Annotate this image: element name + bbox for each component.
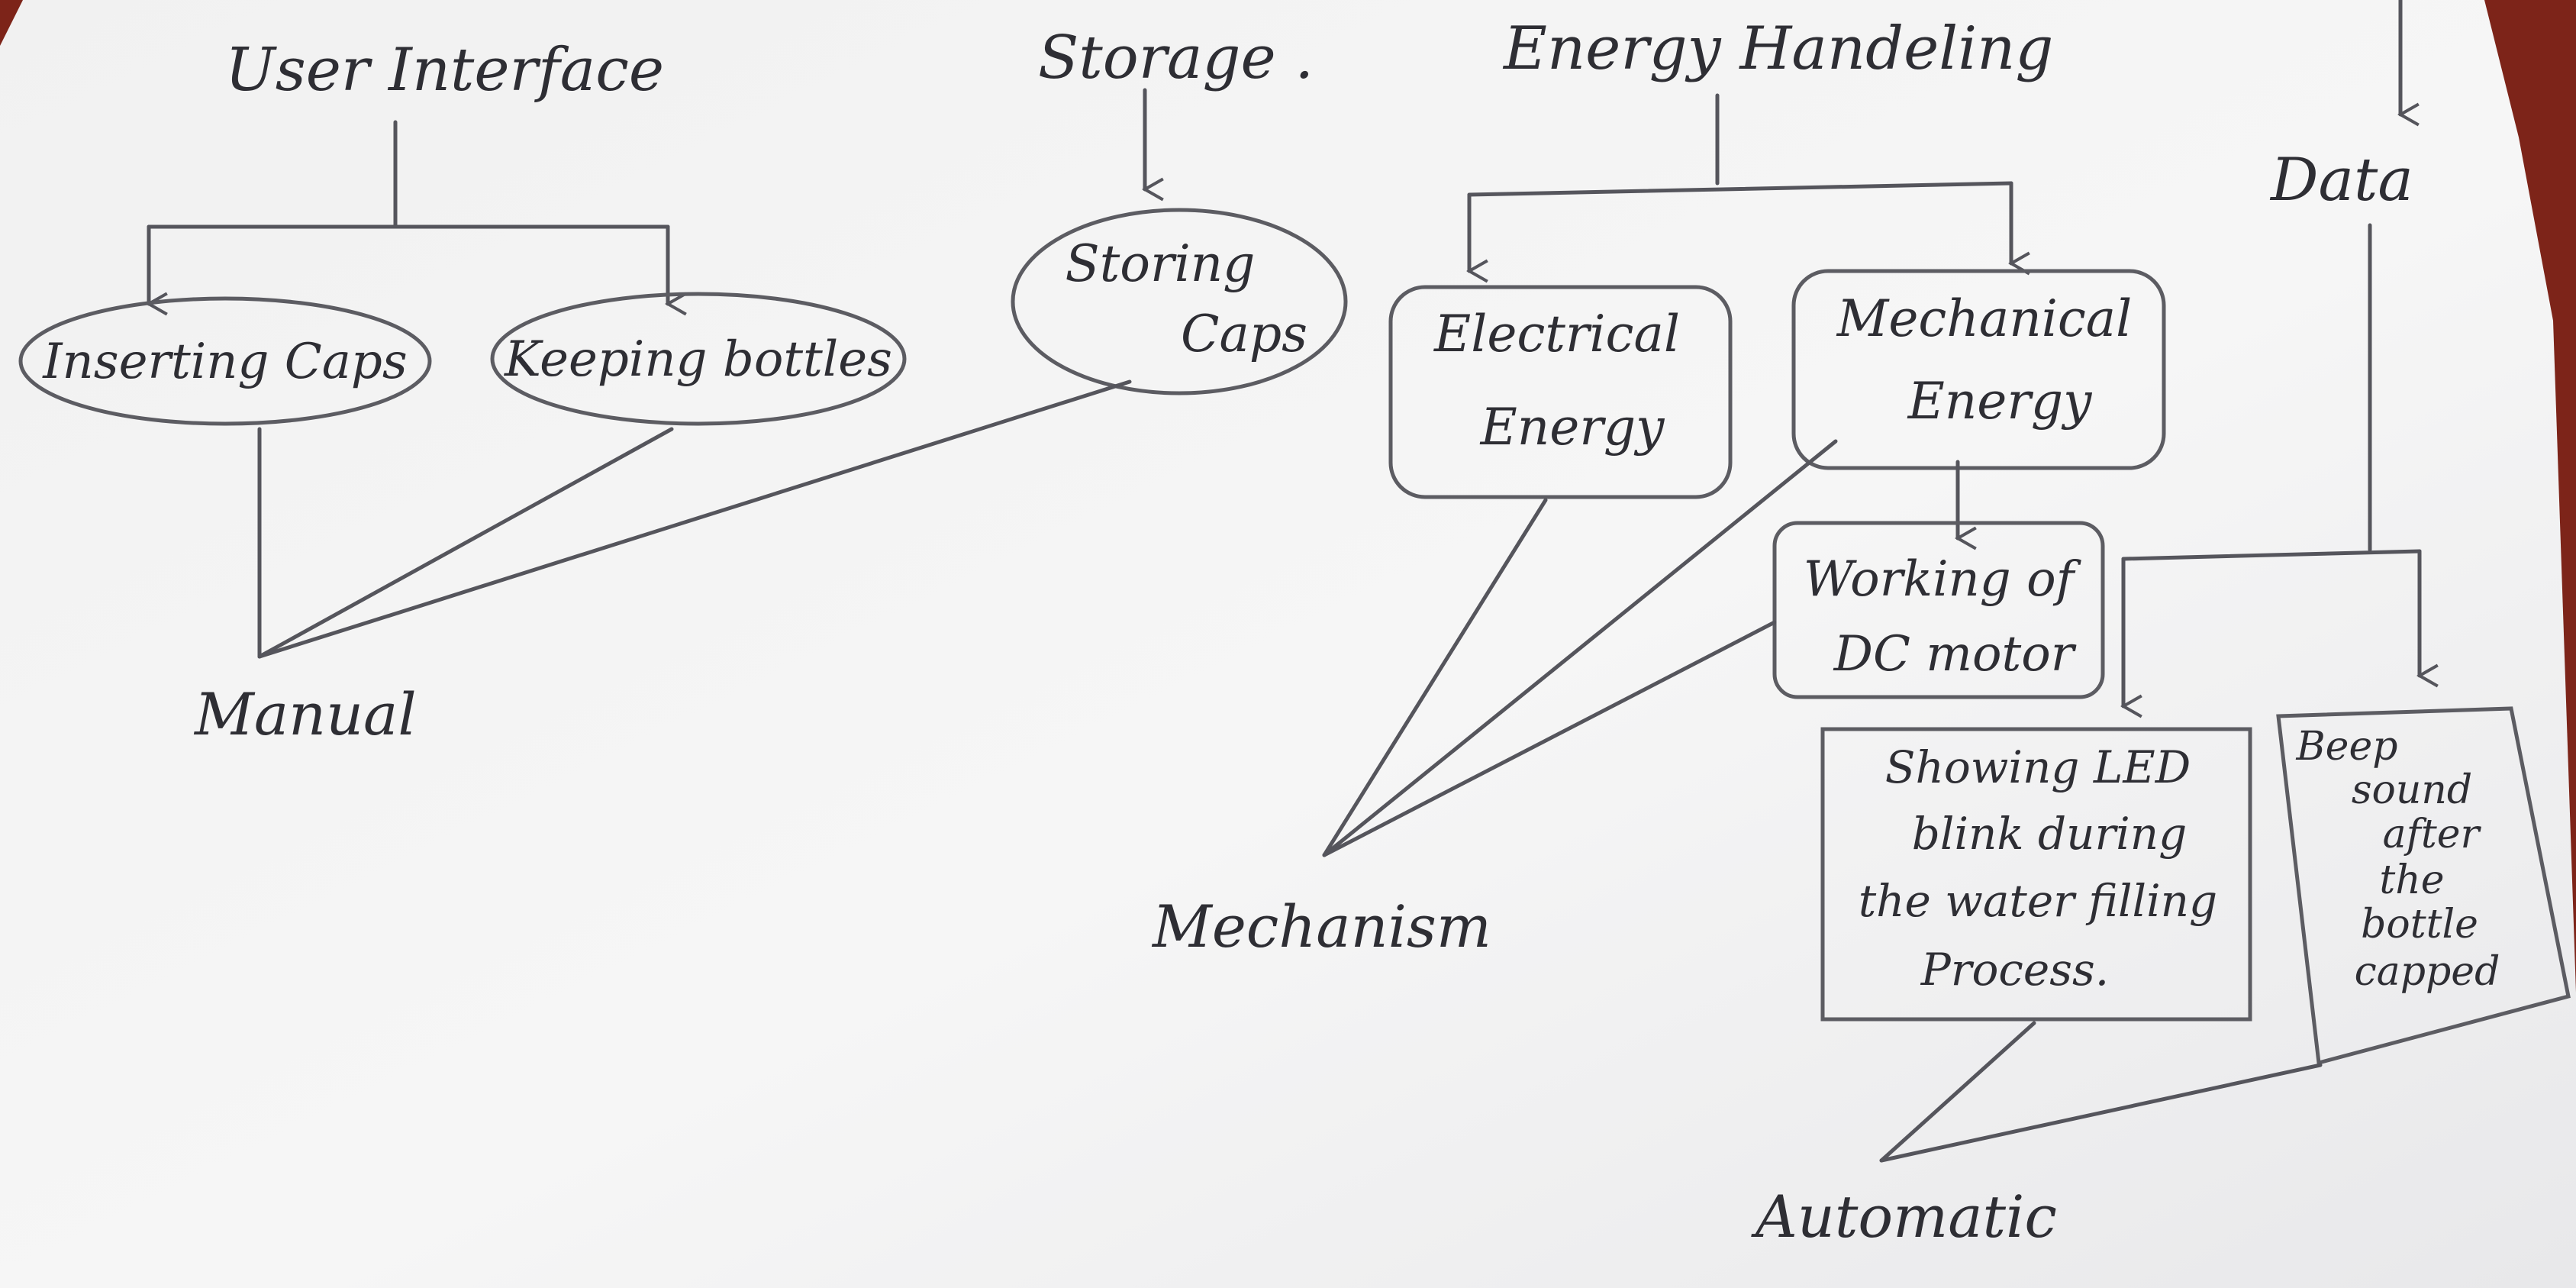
outcome-automatic: Automatic (1751, 1183, 2057, 1251)
node-led-blink-line1: Showing LED (1885, 741, 2191, 793)
node-beep-sound-line2: sound (2352, 767, 2472, 813)
node-led-blink-line3: the water filling (1859, 875, 2217, 927)
node-beep-sound-line5: bottle (2361, 902, 2478, 947)
connector-electrical-to-mechanism (1322, 498, 1548, 857)
outcome-mechanism: Mechanism (1151, 893, 1491, 960)
node-mechanical-energy-line1: Mechanical (1836, 289, 2133, 348)
node-beep-sound-shape (2276, 706, 2571, 1066)
connector-mechanical-to-mechanism (1322, 439, 1838, 857)
node-beep-sound-line4: the (2379, 857, 2444, 903)
node-led-blink-shape (1820, 727, 2252, 1022)
category-data: Data (2269, 146, 2413, 215)
node-beep-sound-line1: Beep (2295, 724, 2397, 770)
node-led-blink-line4: Process. (1920, 944, 2109, 996)
connector-storing-to-manual (257, 379, 1132, 659)
outcome-manual: Manual (193, 680, 417, 748)
category-user-interface: User Interface (225, 36, 664, 105)
node-electrical-energy-shape (1388, 285, 1733, 499)
node-mechanical-energy-shape (1791, 269, 2166, 470)
node-electrical-energy-line1: Electrical (1433, 305, 1680, 363)
connector-keeping-to-manual (257, 427, 674, 659)
node-beep-sound-line3: after (2383, 812, 2482, 857)
node-inserting-caps-shape (18, 296, 432, 426)
data-branch (2121, 549, 2422, 561)
node-keeping-bottles: Keeping bottles (504, 331, 892, 388)
node-storing-caps-line2: Caps (1181, 305, 1307, 363)
node-mechanical-energy-line2: Energy (1907, 372, 2093, 431)
node-dc-motor-shape (1772, 521, 2105, 699)
node-keeping-bottles-shape (490, 292, 907, 426)
node-storing-caps-line1: Storing (1066, 234, 1256, 293)
node-storing-caps-shape (1011, 208, 1348, 395)
connector-led-to-automatic (1879, 1021, 2036, 1163)
node-led-blink-line2: blink during (1912, 808, 2187, 860)
connector-motor-to-mechanism (1322, 620, 1777, 857)
node-beep-sound-line6: capped (2355, 949, 2500, 995)
category-storage: Storage . (1038, 24, 1314, 92)
connector-beep-to-automatic (1879, 1063, 2323, 1163)
node-electrical-energy-line2: Energy (1480, 398, 1665, 457)
node-dc-motor-line2: DC motor (1833, 626, 2077, 683)
energy-branch (1467, 181, 2013, 197)
node-inserting-caps: Inserting Caps (42, 334, 407, 390)
node-dc-motor-line1: Working of (1804, 551, 2082, 608)
category-energy: Energy Handeling (1502, 15, 2053, 83)
